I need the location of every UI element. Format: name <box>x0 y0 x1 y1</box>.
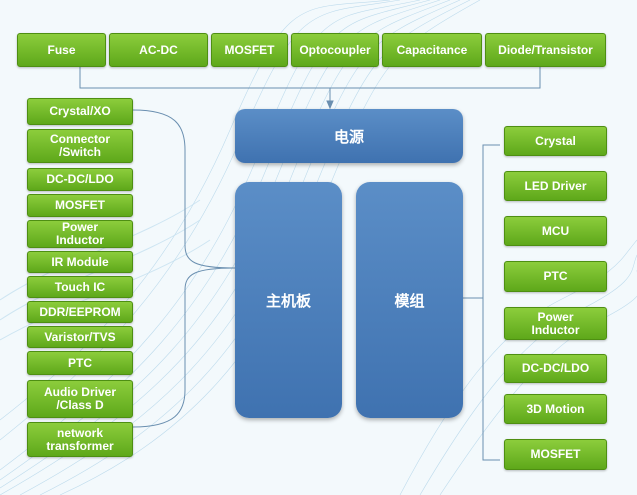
left-item-connector-switch: Connector /Switch <box>27 129 133 163</box>
top-item-ac-dc: AC-DC <box>109 33 208 67</box>
top-item-mosfet: MOSFET <box>211 33 288 67</box>
left-item-mosfet: MOSFET <box>27 194 133 217</box>
right-item-led-driver: LED Driver <box>504 171 607 201</box>
mainboard-block: 主机板 <box>235 182 342 418</box>
left-item-power-inductor: Power Inductor <box>27 220 133 248</box>
right-item-ptc: PTC <box>504 261 607 292</box>
right-item-mosfet: MOSFET <box>504 439 607 470</box>
left-item-varistor-tvs: Varistor/TVS <box>27 326 133 348</box>
left-item-ptc: PTC <box>27 351 133 375</box>
top-item-optocoupler: Optocoupler <box>291 33 379 67</box>
left-item-crystal-xo: Crystal/XO <box>27 98 133 125</box>
top-item-fuse: Fuse <box>17 33 106 67</box>
right-item-mcu: MCU <box>504 216 607 246</box>
right-item-3d-motion: 3D Motion <box>504 394 607 424</box>
top-item-diode-transistor: Diode/Transistor <box>485 33 606 67</box>
right-item-dc-dc-ldo: DC-DC/LDO <box>504 354 607 383</box>
top-item-capacitance: Capacitance <box>382 33 482 67</box>
left-item-touch-ic: Touch IC <box>27 276 133 298</box>
left-item-dc-dc-ldo: DC-DC/LDO <box>27 168 133 191</box>
module-block: 模组 <box>356 182 463 418</box>
left-item-network-transformer: network transformer <box>27 422 133 457</box>
right-item-power-inductor: Power Inductor <box>504 307 607 340</box>
power-block: 电源 <box>235 109 463 163</box>
right-item-crystal: Crystal <box>504 126 607 156</box>
left-item-audio-driver: Audio Driver /Class D <box>27 380 133 418</box>
left-item-ddr-eeprom: DDR/EEPROM <box>27 301 133 323</box>
left-item-ir-module: IR Module <box>27 251 133 273</box>
